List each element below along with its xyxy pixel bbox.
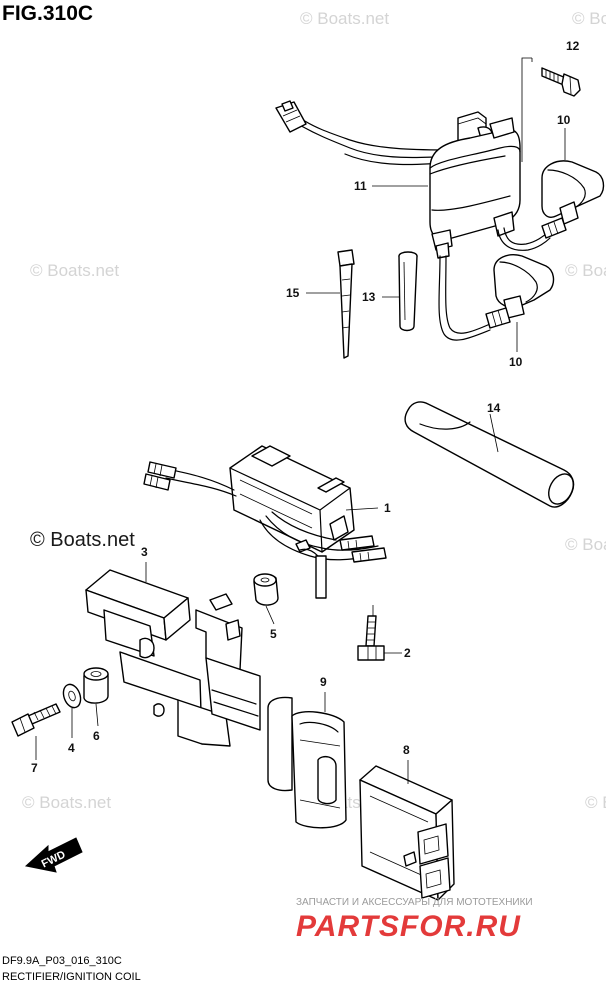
watermark: © Boats.net xyxy=(30,261,119,280)
figure-title: FIG.310C xyxy=(2,2,93,25)
callout-10: 10 xyxy=(557,113,571,127)
part-3-bracket xyxy=(85,569,261,747)
part-11-ignition-coil xyxy=(275,100,551,341)
part-9-cover xyxy=(267,696,347,829)
callout-5: 5 xyxy=(270,627,277,641)
watermark: © Boats.net xyxy=(565,535,606,554)
figure-code: DF9.9A_P03_016_310C xyxy=(2,955,122,967)
part-4-washer xyxy=(62,683,82,709)
callout-3: 3 xyxy=(141,545,148,559)
callout-9: 9 xyxy=(320,675,327,689)
part-15-cable-tie xyxy=(337,249,355,359)
part-14-sleeve xyxy=(404,401,575,508)
figure-caption: RECTIFIER/IGNITION COIL xyxy=(2,971,141,983)
callout-12: 12 xyxy=(566,39,580,53)
watermark: © Boats.net xyxy=(572,9,606,28)
callout-1: 1 xyxy=(384,501,391,515)
watermark-prominent: © Boats.net xyxy=(30,529,135,551)
callout-10: 10 xyxy=(509,355,523,369)
part-12-bolt xyxy=(541,67,581,97)
part-1-rectifier xyxy=(143,445,387,599)
callout-2: 2 xyxy=(404,646,411,660)
part-10-plug-cap-lower xyxy=(485,254,555,329)
fwd-direction-badge: FWD xyxy=(24,837,83,873)
watermark: © Boats.net xyxy=(300,9,389,28)
watermark: © Boats.net xyxy=(565,261,606,280)
part-13-tube xyxy=(398,251,418,332)
part-6-collar xyxy=(83,667,109,704)
callout-6: 6 xyxy=(93,729,100,743)
callout-4: 4 xyxy=(68,741,75,755)
watermark: © Boats.net xyxy=(22,793,111,812)
callout-8: 8 xyxy=(403,743,410,757)
callout-7: 7 xyxy=(31,761,38,775)
callout-14: 14 xyxy=(487,401,501,415)
part-5-grommet xyxy=(253,573,279,606)
callout-13: 13 xyxy=(362,290,376,304)
part-8-cdi-unit xyxy=(359,765,455,901)
part-2-bolt xyxy=(357,615,385,661)
part-7-bolt xyxy=(11,703,61,737)
callout-15: 15 xyxy=(286,286,300,300)
watermark: © Boats.net xyxy=(585,793,606,812)
shop-logo: PARTSFOR.RU xyxy=(296,910,521,943)
callout-11: 11 xyxy=(354,179,367,193)
part-10-plug-cap-upper xyxy=(541,160,605,239)
shop-tagline: ЗАПЧАСТИ И АКСЕССУАРЫ ДЛЯ МОТОТЕХНИКИ xyxy=(296,897,533,908)
